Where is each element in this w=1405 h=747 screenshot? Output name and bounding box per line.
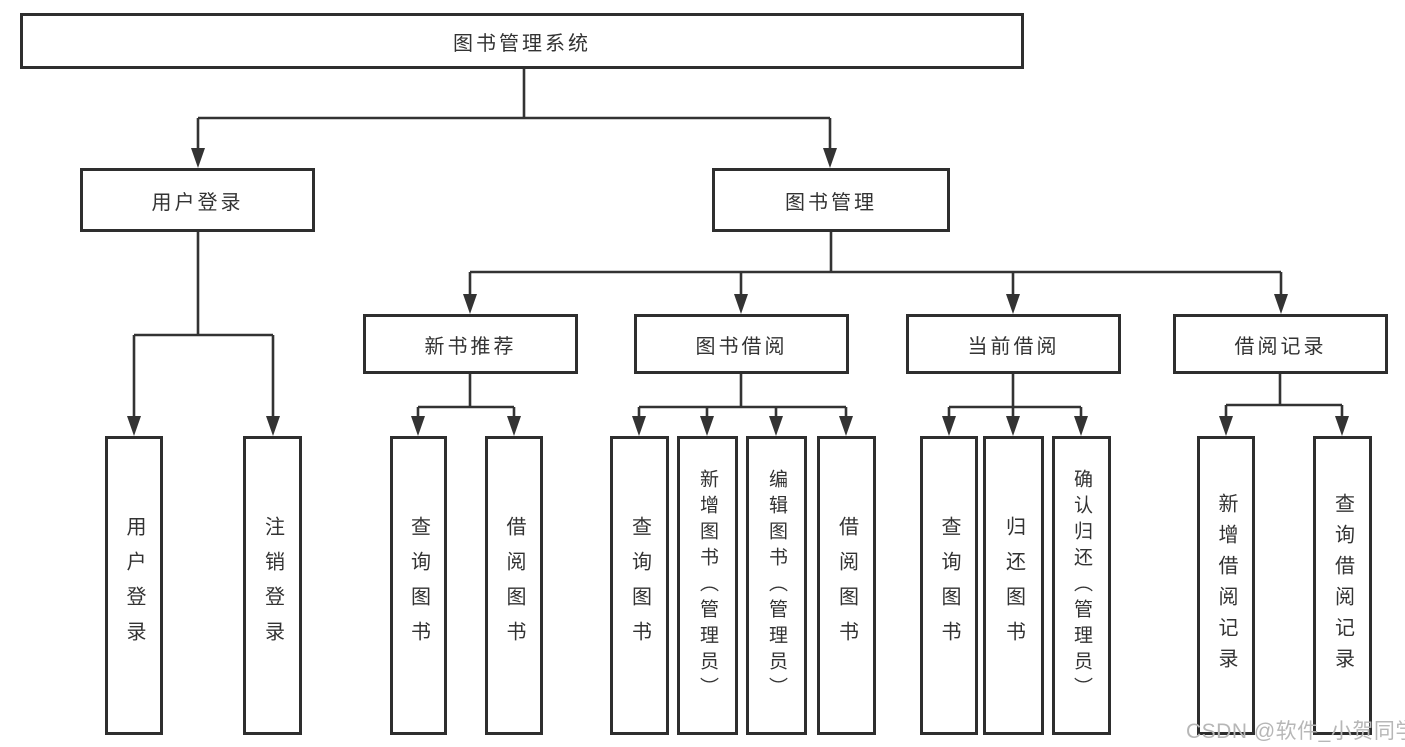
node-borrow-record: 借阅记录 bbox=[1173, 314, 1388, 374]
node-add-book-admin-leaf: 新增图书（管理员） bbox=[677, 436, 738, 735]
node-query-borrow-record-leaf: 查询借阅记录 bbox=[1313, 436, 1372, 735]
arrow-down-icon bbox=[839, 416, 853, 436]
csdn-watermark: CSDN @软件_小贺同学 bbox=[1186, 720, 1405, 743]
edge-new-book-children bbox=[411, 374, 521, 436]
edge-book-borrow-children bbox=[632, 374, 853, 436]
arrow-down-icon bbox=[734, 294, 748, 314]
arrow-down-icon bbox=[1074, 416, 1088, 436]
node-borrow-book-leaf: 借阅图书 bbox=[817, 436, 876, 735]
edge-user-login-children bbox=[127, 232, 280, 436]
node-user-login-leaf: 用户登录 bbox=[105, 436, 163, 735]
arrow-down-icon bbox=[1006, 416, 1020, 436]
node-add-borrow-record-leaf: 新增借阅记录 bbox=[1197, 436, 1255, 735]
arrow-down-icon bbox=[823, 148, 837, 168]
arrow-down-icon bbox=[191, 148, 205, 168]
node-book-borrow: 图书借阅 bbox=[634, 314, 849, 374]
node-new-book-recommend: 新书推荐 bbox=[363, 314, 578, 374]
edge-root-to-level2 bbox=[191, 69, 837, 168]
arrow-down-icon bbox=[769, 416, 783, 436]
node-book-management-module: 图书管理 bbox=[712, 168, 950, 232]
arrow-down-icon bbox=[1335, 416, 1349, 436]
node-query-book-recommend-leaf: 查询图书 bbox=[390, 436, 447, 735]
arrow-down-icon bbox=[1006, 294, 1020, 314]
node-edit-book-admin-leaf: 编辑图书（管理员） bbox=[746, 436, 807, 735]
node-borrow-book-recommend-leaf: 借阅图书 bbox=[485, 436, 543, 735]
node-return-book-leaf: 归还图书 bbox=[983, 436, 1044, 735]
arrow-down-icon bbox=[266, 416, 280, 436]
node-logout-leaf: 注销登录 bbox=[243, 436, 302, 735]
arrow-down-icon bbox=[942, 416, 956, 436]
edge-current-borrow-children bbox=[942, 374, 1088, 436]
edge-book-mgmt-to-level3 bbox=[463, 232, 1288, 314]
arrow-down-icon bbox=[1219, 416, 1233, 436]
node-user-login-module: 用户登录 bbox=[80, 168, 315, 232]
arrow-down-icon bbox=[700, 416, 714, 436]
edge-borrow-record-children bbox=[1219, 374, 1349, 436]
arrow-down-icon bbox=[1274, 294, 1288, 314]
node-library-management-system: 图书管理系统 bbox=[20, 13, 1024, 69]
arrow-down-icon bbox=[507, 416, 521, 436]
arrow-down-icon bbox=[463, 294, 477, 314]
arrow-down-icon bbox=[632, 416, 646, 436]
arrow-down-icon bbox=[127, 416, 141, 436]
node-confirm-return-admin-leaf: 确认归还（管理员） bbox=[1052, 436, 1111, 735]
node-current-borrow: 当前借阅 bbox=[906, 314, 1121, 374]
arrow-down-icon bbox=[411, 416, 425, 436]
node-query-book-current-leaf: 查询图书 bbox=[920, 436, 978, 735]
node-query-book-borrow-leaf: 查询图书 bbox=[610, 436, 669, 735]
